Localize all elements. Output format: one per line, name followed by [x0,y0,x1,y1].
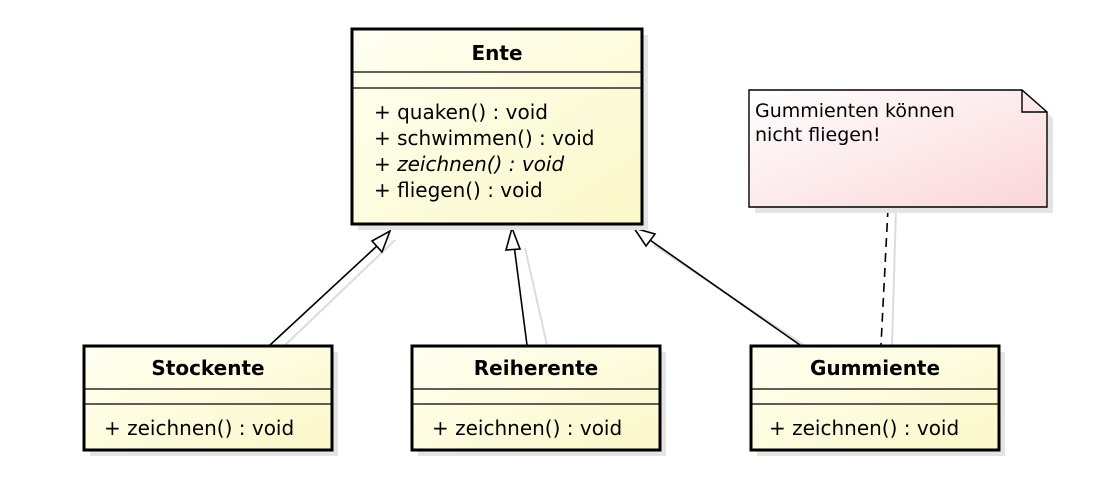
generalization-reiherente-ente [504,225,528,346]
class-ente-method-abstract: + zeichnen() : void [374,152,564,176]
class-ente-method: + quaken() : void [374,100,548,124]
class-stockente-name: Stockente [151,356,264,380]
generalization-stockente-ente [269,229,392,346]
class-stockente-method: + zeichnen() : void [104,416,294,440]
note-text-line: Gummienten können [755,100,955,122]
class-gummiente-name: Gummiente [810,356,940,380]
class-ente-method: + fliegen() : void [374,178,543,202]
class-gummiente[interactable]: Gummiente + zeichnen() : void [749,344,1005,456]
generalization-gummiente-ente [632,226,801,346]
class-reiherente-method: + zeichnen() : void [432,416,622,440]
note-text-line: nicht fliegen! [755,124,881,146]
note-anchor-line [880,207,889,346]
class-ente-name: Ente [471,41,522,65]
class-reiherente[interactable]: Reiherente + zeichnen() : void [410,344,666,456]
class-reiherente-name: Reiherente [474,356,598,380]
class-ente-method: + schwimmen() : void [374,126,594,150]
class-stockente[interactable]: Stockente + zeichnen() : void [82,344,338,456]
note-gummienten[interactable]: Gummienten können nicht fliegen! [748,89,1053,213]
class-ente[interactable]: Ente + quaken() : void + schwimmen() : v… [350,27,648,230]
class-gummiente-method: + zeichnen() : void [769,416,959,440]
